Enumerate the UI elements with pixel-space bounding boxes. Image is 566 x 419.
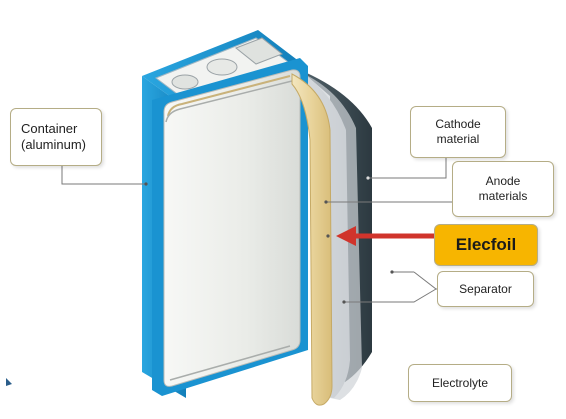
terminal-left xyxy=(171,74,199,90)
dot-separator-b xyxy=(342,300,346,304)
anode-sheet xyxy=(291,73,333,406)
cathode-label: Cathode material xyxy=(410,106,506,158)
terminal-right xyxy=(206,58,238,76)
leader-lines xyxy=(61,158,452,303)
elecfoil-arrow xyxy=(326,226,434,246)
terminal-tab xyxy=(235,37,283,65)
roll-edge-top-2 xyxy=(165,79,297,123)
separator-label: Separator xyxy=(437,271,534,307)
anode-label: Anode materials xyxy=(452,161,554,217)
roll-edge-bottom xyxy=(169,345,291,381)
dot-container xyxy=(144,182,148,186)
dot-separator-a xyxy=(390,270,394,274)
leader-cathode xyxy=(368,158,447,179)
roll-edge-top xyxy=(167,75,291,117)
leader-separator-top xyxy=(413,271,437,290)
leader-separator-b xyxy=(344,288,437,303)
container-label: Container (aluminum) xyxy=(10,108,102,166)
electrolyte-label: Electrolyte xyxy=(408,364,512,402)
dot-cathode xyxy=(366,176,370,180)
leader-container xyxy=(61,166,146,185)
dot-anode xyxy=(324,200,328,204)
corner-mark xyxy=(6,378,12,386)
elecfoil-label: Elecfoil xyxy=(434,224,538,266)
container-body xyxy=(163,69,301,387)
